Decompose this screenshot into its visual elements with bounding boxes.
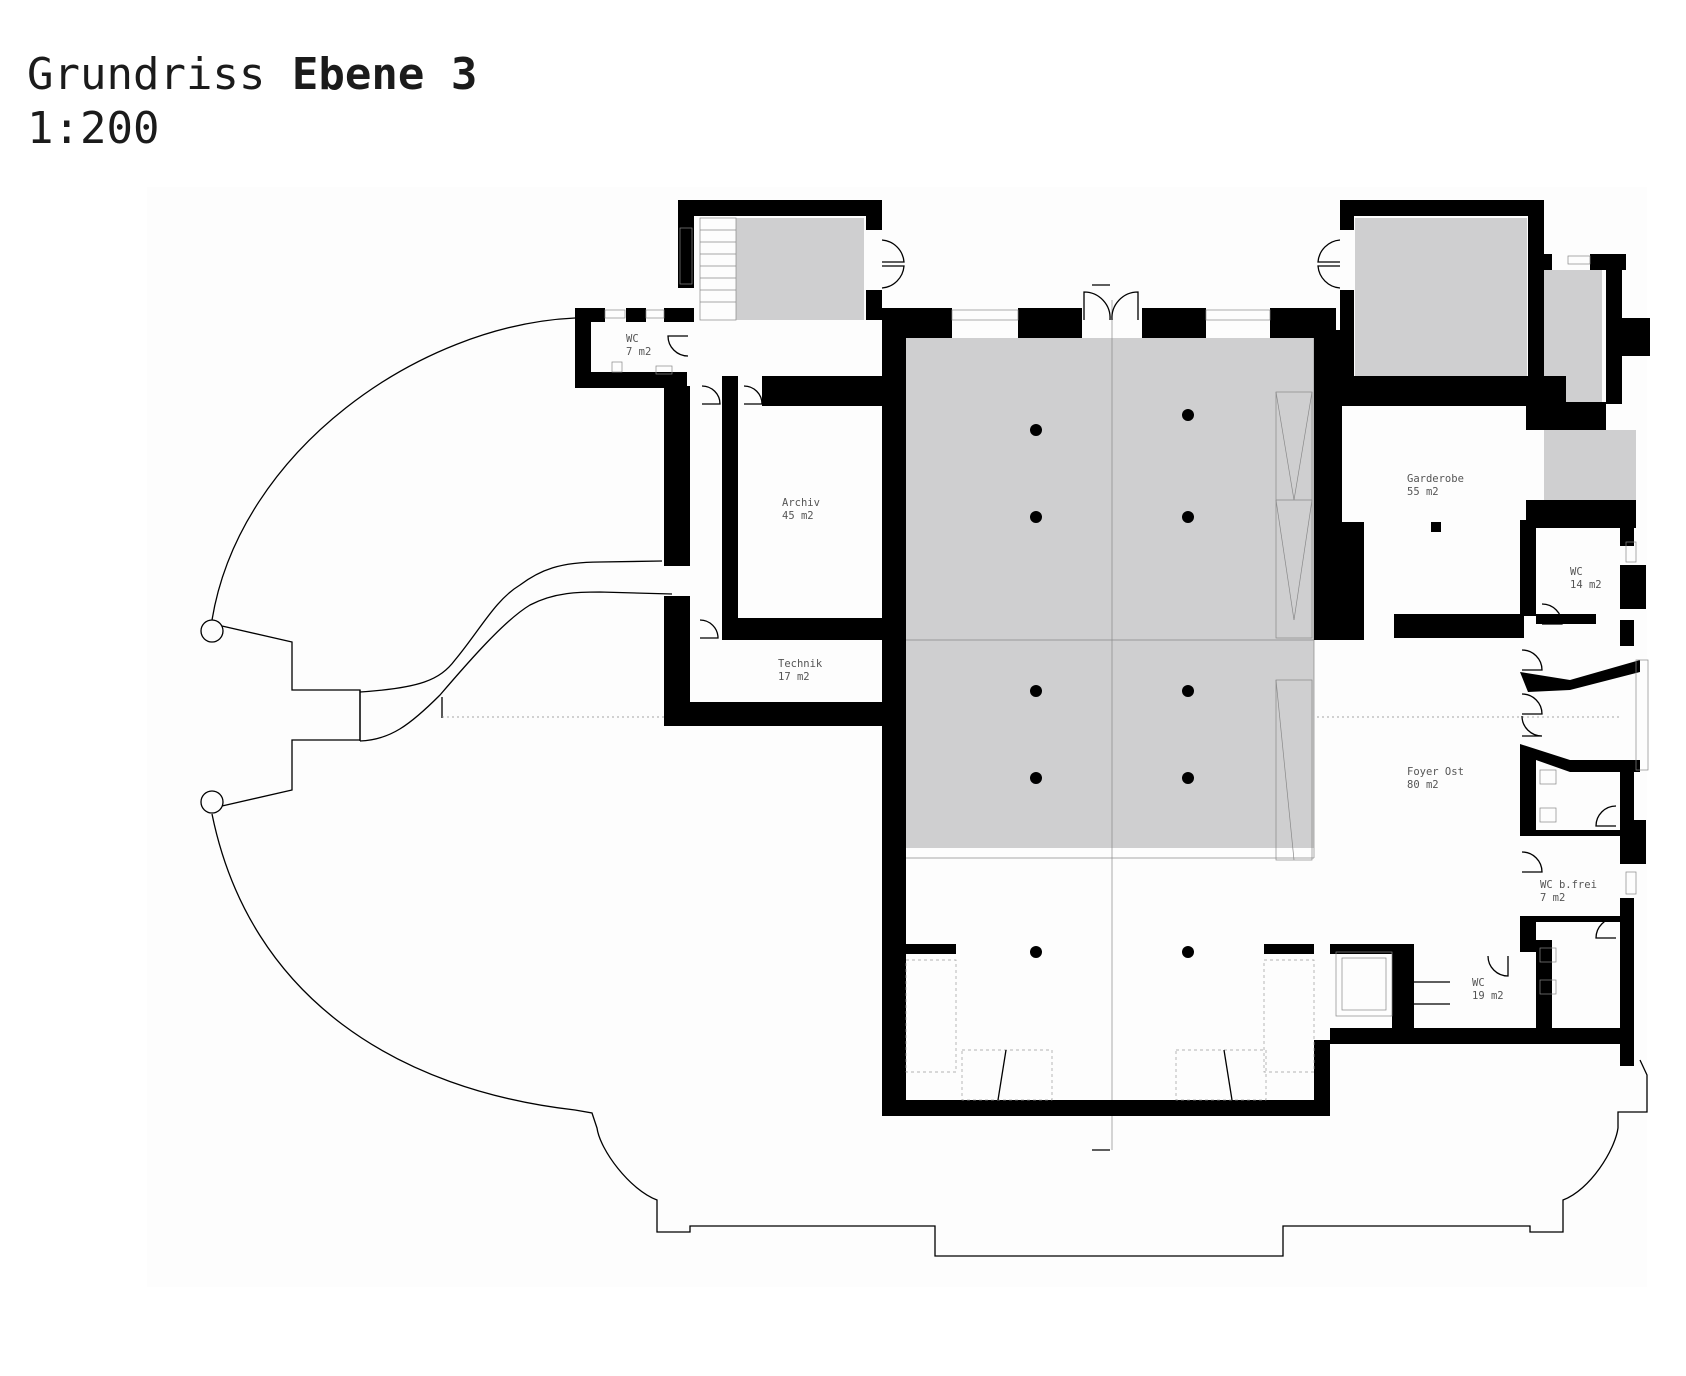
room-name-wc-2: WC: [1570, 566, 1583, 578]
site-outline: [200, 317, 1648, 1257]
room-name-technik: Technik: [778, 658, 823, 670]
hall-fill: [906, 338, 1314, 848]
room-name-garderobe: Garderobe: [1407, 473, 1464, 485]
room-name-wc-3: WC: [1472, 977, 1485, 989]
title-level: Ebene 3: [291, 49, 478, 100]
room-area-wc-1: 7 m2: [626, 346, 651, 358]
room-area-archiv: 45 m2: [782, 510, 814, 522]
fixtures: [611, 361, 1557, 1017]
doors: [667, 239, 1617, 977]
room-area-wc-2: 14 m2: [1570, 579, 1602, 591]
columns: [1030, 409, 1441, 958]
room-name-foyer-ost: Foyer Ost: [1407, 766, 1464, 778]
room-area-garderobe: 55 m2: [1407, 486, 1439, 498]
stair-tower-fill: [736, 218, 864, 320]
title-scale: 1:200: [27, 103, 160, 154]
room-area-wc-bfrei: 7 m2: [1540, 892, 1565, 904]
windows: [604, 227, 1649, 895]
room-name-archiv: Archiv: [782, 497, 820, 509]
room-area-technik: 17 m2: [778, 671, 810, 683]
room-labels: WC 7 m2 Archiv 45 m2 Technik 17 m2 Garde…: [626, 333, 1602, 1002]
walls: [575, 200, 1650, 1116]
store-room-fill: [1355, 218, 1527, 376]
stairs: [699, 217, 1315, 1101]
room-area-wc-3: 19 m2: [1472, 990, 1504, 1002]
room-name-wc-1: WC: [626, 333, 639, 345]
title-prefix: Grundriss: [27, 49, 266, 100]
room-area-foyer-ost: 80 m2: [1407, 779, 1439, 791]
plan-title: Grundriss Ebene 3 1:200: [27, 48, 477, 156]
room-name-wc-bfrei: WC b.frei: [1540, 879, 1597, 891]
annex-fill-2: [1544, 430, 1636, 500]
